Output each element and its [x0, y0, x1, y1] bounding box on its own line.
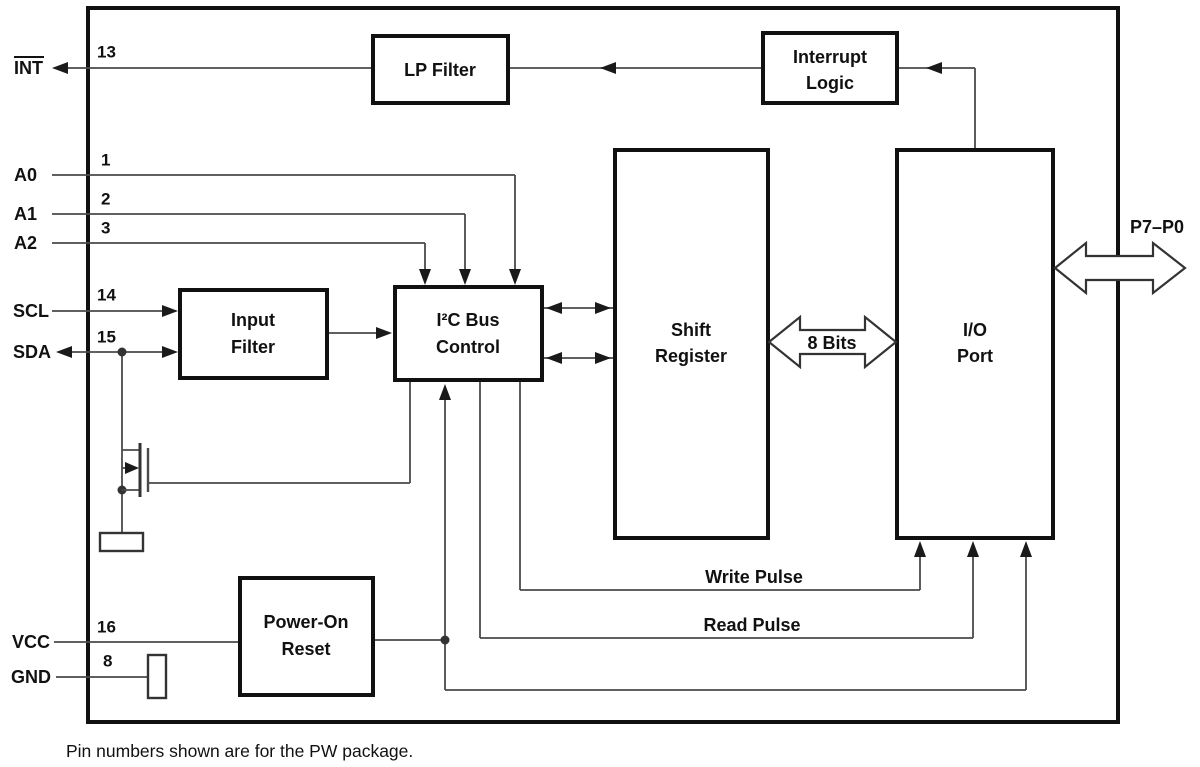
- pin-label-a1: A1: [14, 204, 37, 224]
- input-filter-label-2: Filter: [231, 337, 275, 357]
- arrowheads: [52, 62, 1032, 557]
- pin-number-8: 8: [103, 652, 112, 671]
- read-pulse-label: Read Pulse: [703, 615, 800, 635]
- pin-label-vcc: VCC: [12, 632, 50, 652]
- pin-number-16: 16: [97, 618, 116, 637]
- pin-number-1: 1: [101, 151, 110, 170]
- i2c-bus-control-label-2: Control: [436, 337, 500, 357]
- pin-number-3: 3: [101, 219, 110, 238]
- i2c-bus-control-label-1: I²C Bus: [437, 310, 500, 330]
- block-lp-filter: [371, 34, 510, 105]
- io-port-label-1: I/O: [963, 320, 987, 340]
- pin-number-15: 15: [97, 328, 116, 347]
- pin-label-a2: A2: [14, 233, 37, 253]
- shift-register-label-2: Register: [655, 346, 727, 366]
- pin-number-2: 2: [101, 190, 110, 209]
- pin-number-14: 14: [97, 286, 116, 305]
- control-shift-left-arrow2-icon: [546, 352, 562, 364]
- filter-to-control-arrow-icon: [376, 327, 392, 339]
- por-up-arrow-icon: [439, 384, 451, 400]
- sda-in-arrow-icon: [162, 346, 178, 358]
- control-shift-right-arrow-icon: [595, 302, 611, 314]
- power-on-reset-label-2: Reset: [281, 639, 330, 659]
- control-shift-left-arrow-icon: [546, 302, 562, 314]
- interrupt-logic-label-1: Interrupt: [793, 47, 867, 67]
- block-io-port: [895, 148, 1055, 540]
- write-pulse-arrow-icon: [914, 541, 926, 557]
- por-junction-dot: [440, 635, 450, 645]
- sda-pulldown-stub: [98, 531, 145, 553]
- pin-number-13: 13: [97, 43, 116, 62]
- int-out-arrow-icon: [52, 62, 68, 74]
- sda-out-arrow-icon: [56, 346, 72, 358]
- wires: [52, 67, 1027, 691]
- pin-label-a0: A0: [14, 165, 37, 185]
- por-io-arrow-icon: [1020, 541, 1032, 557]
- interrupt-logic-label-2: Logic: [806, 73, 854, 93]
- io-port-label-2: Port: [957, 346, 993, 366]
- mosfet-arrow-icon: [125, 462, 139, 474]
- block-i2c-bus-control: [393, 285, 544, 382]
- scl-in-arrow-icon: [162, 305, 178, 317]
- pin-label-gnd: GND: [11, 667, 51, 687]
- pin-label-p7-p0: P7–P0: [1130, 217, 1184, 237]
- mosfet-symbol: [122, 443, 150, 497]
- pin-label-int: INT: [14, 58, 43, 78]
- lp-filter-in-arrow-icon: [600, 62, 616, 74]
- eight-bits-label: 8 Bits: [807, 333, 856, 353]
- control-shift-right-arrow2-icon: [595, 352, 611, 364]
- pin-label-scl: SCL: [13, 301, 49, 321]
- block-power-on-reset: [238, 576, 375, 697]
- pin-label-sda: SDA: [13, 342, 51, 362]
- bus-arrow-8bits: [767, 314, 898, 370]
- input-filter-label-1: Input: [231, 310, 275, 330]
- block-interrupt-logic: [761, 31, 899, 105]
- a1-down-arrow-icon: [459, 269, 471, 285]
- block-input-filter: [178, 288, 329, 380]
- a0-down-arrow-icon: [509, 269, 521, 285]
- shift-register-label-1: Shift: [671, 320, 711, 340]
- diagram-caption: Pin numbers shown are for the PW package…: [66, 741, 413, 761]
- sda-junction-dot: [117, 347, 127, 357]
- write-pulse-label: Write Pulse: [705, 567, 803, 587]
- lp-filter-label: LP Filter: [404, 60, 476, 80]
- read-pulse-arrow-icon: [967, 541, 979, 557]
- interrupt-in-arrow-icon: [926, 62, 942, 74]
- port-bus-arrow-p7-p0: [1053, 240, 1187, 296]
- a2-down-arrow-icon: [419, 269, 431, 285]
- gnd-stub: [146, 653, 168, 700]
- power-on-reset-label-1: Power-On: [263, 612, 348, 632]
- block-shift-register: [613, 148, 770, 540]
